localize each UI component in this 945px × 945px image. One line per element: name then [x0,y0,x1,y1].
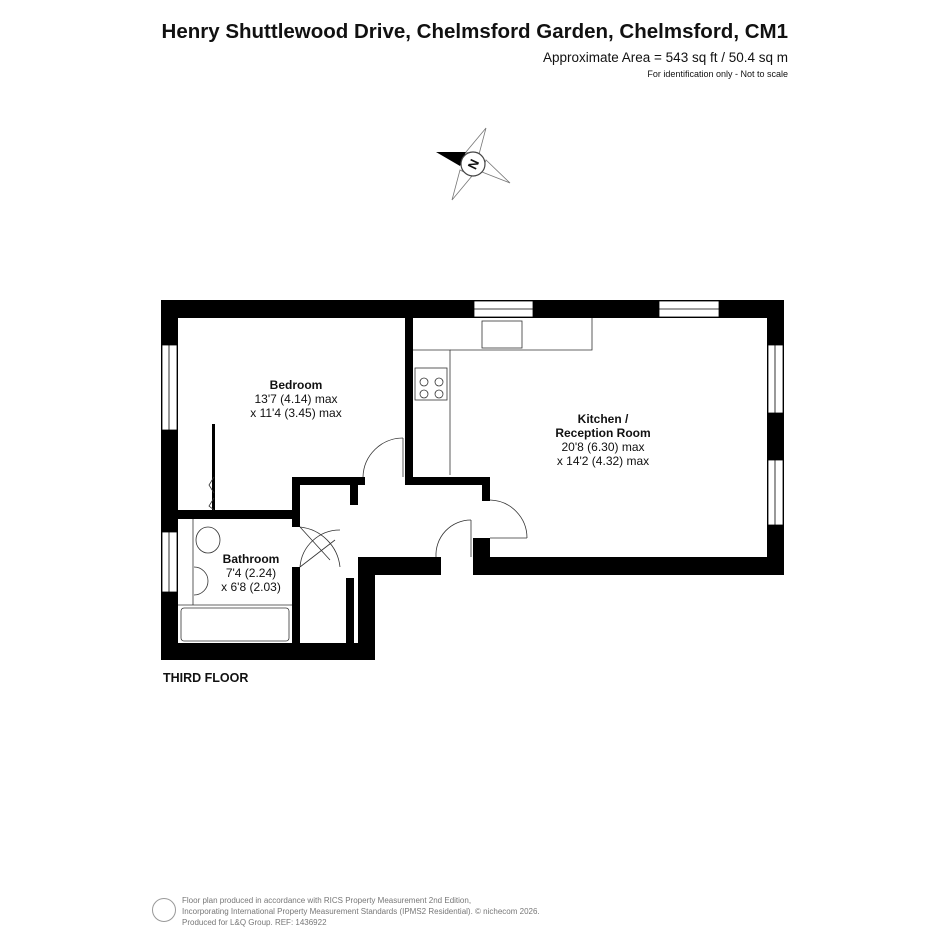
bathroom-fixtures [178,476,292,642]
sink-icon [481,320,523,349]
kitchen-name-2: Reception Room [555,426,650,440]
bedroom-dim1: 13'7 (4.14) max [255,392,338,406]
bedroom-name: Bedroom [270,378,323,392]
bathroom-dim1: 7'4 (2.24) [226,566,276,580]
footer-line-2: Incorporating International Property Mea… [182,907,540,916]
doors [299,437,528,568]
bathroom-name: Bathroom [223,552,280,566]
compass-icon: N [436,127,511,201]
hob-icon [414,367,448,401]
bathroom-dim2: x 6'8 (2.03) [221,580,281,594]
floor-label: THIRD FLOOR [163,671,249,685]
footer-line-1: Floor plan produced in accordance with R… [182,896,472,905]
bedroom-dim2: x 11'4 (3.45) max [250,406,341,420]
footer-text: Floor plan produced in accordance with R… [182,895,540,928]
toilet-icon [195,526,221,554]
kitchen-counters [413,318,593,475]
approximate-area: Approximate Area = 543 sq ft / 50.4 sq m [542,50,788,65]
plan-title: Henry Shuttlewood Drive, Chelmsford Gard… [161,20,788,43]
kitchen-name-1: Kitchen / [578,412,629,426]
bath-icon [180,607,290,642]
kitchen-dim2: x 14'2 (4.32) max [557,454,649,468]
basin-icon [193,566,209,596]
walls [161,300,784,660]
windows [161,300,784,593]
footer-line-3: Produced for L&Q Group. REF: 1436922 [182,918,327,927]
info-person-icon [152,898,176,922]
kitchen-dim1: 20'8 (6.30) max [562,440,645,454]
scale-note: For identification only - Not to scale [647,69,788,79]
